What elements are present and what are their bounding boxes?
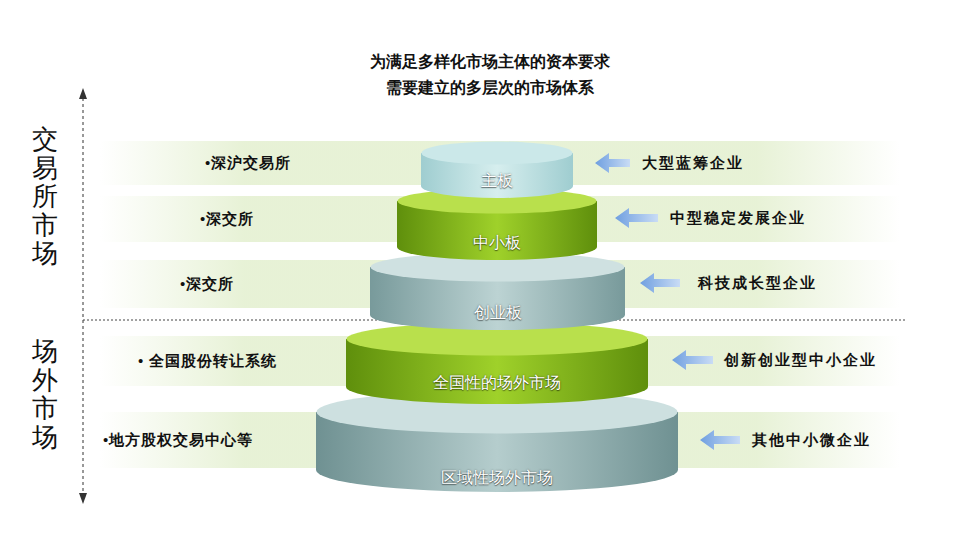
axis-line [83, 98, 84, 494]
enterprise-type: 科技成长型企业 [698, 274, 817, 293]
pointer-arrow [595, 153, 630, 173]
axis-arrowhead [79, 88, 87, 99]
tier-name: 主板 [421, 171, 573, 192]
axis-arrowhead [79, 493, 87, 504]
exchange-name: •深交所 [180, 275, 234, 294]
pointer-arrow [615, 208, 658, 228]
exchange-name: •地方股权交易中心等 [103, 431, 253, 450]
tier-name: 创业板 [370, 303, 625, 324]
market-category: 场外市场 [32, 338, 58, 452]
enterprise-type: 创新创业型中小企业 [724, 351, 877, 370]
market-tier: 主板 [421, 141, 573, 198]
tier-name: 全国性的场外市场 [346, 373, 648, 394]
tier-name: 中小板 [397, 233, 597, 254]
pointer-arrow [700, 430, 740, 450]
exchange-name: • 全国股份转让系统 [138, 352, 277, 371]
exchange-name: •深沪交易所 [205, 154, 291, 173]
exchange-name: •深交所 [200, 210, 254, 229]
market-category: 交易所市场 [32, 126, 58, 269]
cylinder-shape [346, 322, 648, 404]
pointer-arrow [672, 350, 713, 370]
diagram-title: 为满足多样化市场主体的资本要求 需要建立的多层次的市场体系 [367, 49, 613, 101]
pointer-arrow [640, 273, 680, 293]
enterprise-type: 其他中小微企业 [752, 431, 871, 450]
enterprise-type: 中型稳定发展企业 [670, 209, 806, 228]
market-tier: 创业板 [370, 252, 625, 330]
cylinder-top [422, 142, 573, 165]
enterprise-type: 大型蓝筹企业 [642, 154, 744, 173]
cylinder-shape [421, 141, 573, 198]
market-tier: 中小板 [397, 188, 597, 260]
market-tier: 全国性的场外市场 [346, 322, 648, 404]
market-tier: 区域性场外市场 [316, 390, 678, 492]
tier-name: 区域性场外市场 [316, 468, 678, 489]
